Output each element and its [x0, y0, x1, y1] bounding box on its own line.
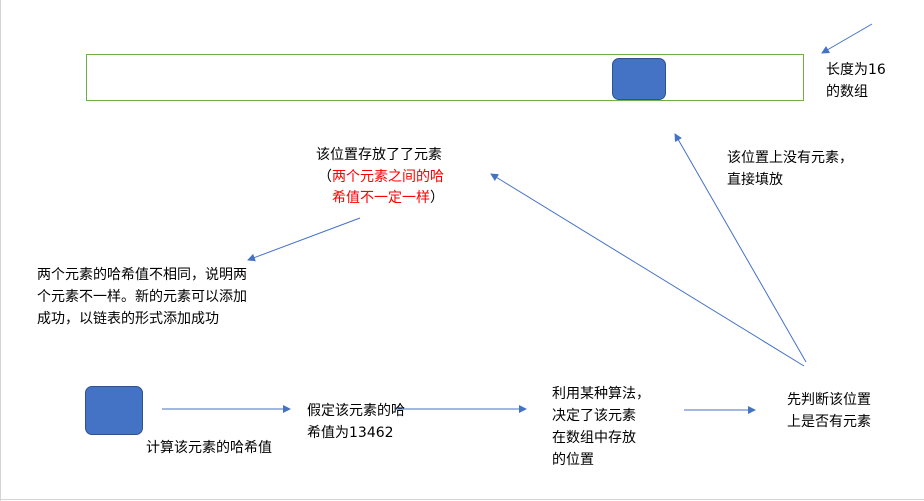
arrow-to-hash-diff	[247, 217, 361, 262]
empty-slot-label: 该位置上没有元素， 直接填放	[727, 150, 853, 188]
array-bar	[86, 54, 804, 101]
compute-hash-label: 计算该元素的哈希值	[146, 440, 272, 456]
frame-left-border	[0, 0, 1, 501]
algorithm-label: 利用某种算法， 决定了该元素 在数组中存放 的位置	[552, 386, 650, 468]
arrow-to-occupied-slot	[490, 173, 805, 367]
occupied-slot-title: 该位置存放了了元素	[316, 147, 442, 163]
frame-bottom-border	[0, 499, 924, 500]
element-in-array	[612, 58, 666, 100]
arrow-to-array-length	[821, 23, 873, 54]
occupied-slot-note-line2: 希值不一定一样）	[332, 190, 444, 206]
hash-diff-label: 两个元素的哈希值不相同，说明两 个元素不一样。新的元素可以添加 成功，以链表的形…	[37, 267, 247, 327]
check-slot-label: 先判断该位置 上是否有元素	[787, 392, 871, 430]
arrow-to-empty-slot	[674, 133, 807, 363]
occupied-slot-note-line1: （两个元素之间的哈	[318, 169, 444, 185]
array-length-label: 长度为16 的数组	[826, 62, 886, 100]
assume-hash-label: 假定该元素的哈 希值为13462	[307, 403, 405, 441]
new-element	[85, 386, 143, 435]
